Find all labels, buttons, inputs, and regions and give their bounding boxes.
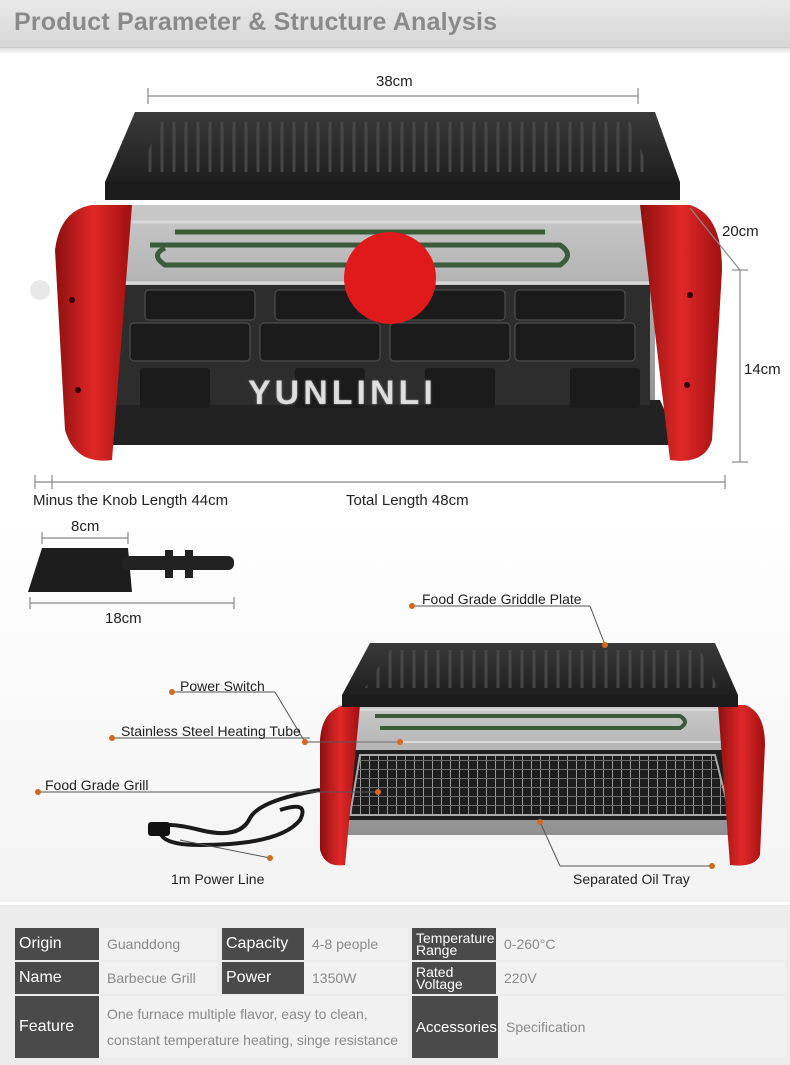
pan-width-label: 8cm — [71, 518, 100, 535]
food-grill — [348, 754, 732, 816]
spec-temperature-value: 0-260°C — [496, 928, 786, 960]
product-illustration — [28, 88, 765, 869]
control-knob — [30, 280, 50, 300]
spec-voltage-label-line1: Rated — [416, 964, 454, 980]
callout-power-switch: Power Switch — [180, 678, 265, 694]
spec-accessories-label: Accessories — [412, 996, 498, 1058]
title-shadow — [0, 48, 790, 54]
raclette-pan — [28, 548, 234, 592]
spec-origin-value: Guanddong — [99, 928, 217, 960]
power-switch-highlight — [344, 232, 436, 324]
left-red-panel — [55, 205, 132, 461]
spec-accessories-value: Specification — [498, 996, 786, 1058]
spec-voltage-label: Rated Voltage — [412, 962, 496, 994]
raclette-pans — [129, 289, 640, 408]
width-dimension-label: 38cm — [376, 73, 413, 90]
spec-temperature-label: Temperature Range — [412, 928, 496, 960]
spec-name-value: Barbecue Grill — [99, 962, 217, 994]
left-red-panel — [320, 705, 360, 866]
spec-power-value: 1350W — [304, 962, 408, 994]
callout-lines — [38, 605, 712, 867]
total-length-label: Total Length 48cm — [346, 492, 469, 509]
power-plug — [148, 822, 170, 836]
dimension-lines — [29, 88, 748, 609]
spec-feature-value-line2: constant temperature heating, singe resi… — [107, 1032, 399, 1048]
page-title: Product Parameter & Structure Analysis — [14, 8, 498, 36]
bottom-grill-image — [148, 643, 765, 866]
spec-voltage-value: 220V — [496, 962, 786, 994]
right-red-panel — [718, 705, 765, 866]
spec-feature-label: Feature — [15, 996, 99, 1058]
callout-dots — [35, 603, 715, 869]
callout-heating-tube: Stainless Steel Heating Tube — [121, 723, 301, 739]
top-grill-image — [30, 112, 722, 461]
callout-power-line: 1m Power Line — [171, 871, 265, 887]
callout-griddle-plate: Food Grade Griddle Plate — [422, 591, 582, 607]
spec-temperature-label-line2: Range — [416, 942, 458, 958]
length-without-knob-label: Minus the Knob Length 44cm — [33, 492, 229, 509]
spec-capacity-label: Capacity — [222, 928, 304, 960]
spec-feature-value: One furnace multiple flavor, easy to cle… — [99, 996, 408, 1058]
spec-feature-value-line1: One furnace multiple flavor, easy to cle… — [107, 1006, 368, 1022]
pan-length-label: 18cm — [105, 610, 142, 627]
depth-dimension-label: 20cm — [722, 223, 759, 240]
title-banner: Product Parameter & Structure Analysis — [0, 0, 790, 48]
spec-origin-label: Origin — [15, 928, 99, 960]
spec-name-label: Name — [15, 962, 99, 994]
height-dimension-label: 14cm — [744, 361, 781, 378]
base — [80, 400, 680, 445]
power-cord — [157, 788, 321, 848]
right-red-panel — [640, 205, 722, 461]
callout-oil-tray: Separated Oil Tray — [573, 871, 690, 887]
spec-temperature-label-line1: Temperature — [416, 930, 495, 946]
spec-voltage-label-line2: Voltage — [416, 976, 463, 992]
heating-tubes — [150, 229, 570, 268]
callout-food-grill: Food Grade Grill — [45, 777, 149, 793]
watermark: YUNLINLI — [248, 374, 437, 412]
spec-capacity-value: 4-8 people — [304, 928, 408, 960]
spec-power-label: Power — [222, 962, 304, 994]
